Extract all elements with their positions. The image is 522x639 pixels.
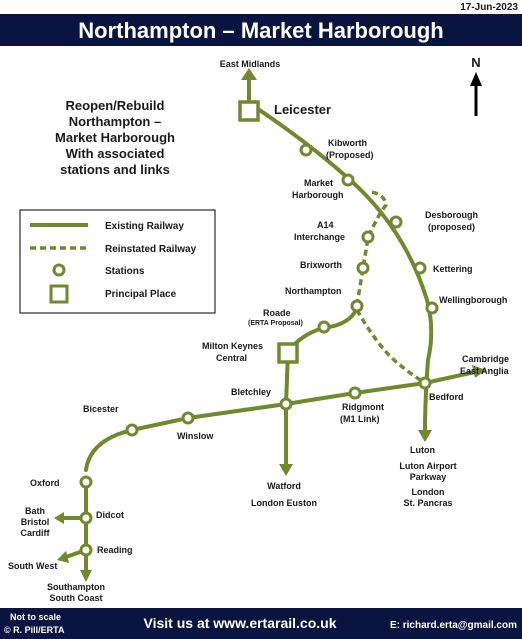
- title-banner: [0, 14, 522, 46]
- station-winslow: [181, 411, 195, 425]
- proposal-text: Reopen/Rebuild Northampton – Market Harb…: [55, 98, 175, 177]
- arrow-luton-icon: [418, 430, 432, 442]
- legend-existing-label: Existing Railway: [105, 221, 184, 232]
- arrow-bath-icon: [54, 512, 64, 524]
- bedford-cambridge-link: [423, 370, 477, 385]
- footer-author: © R. Pill/ERTA: [4, 625, 65, 635]
- line-arrows: [54, 68, 486, 582]
- legend-principal-icon: [49, 284, 69, 304]
- station-market-harborough: [341, 173, 355, 187]
- label-bristol: Bristol: [21, 517, 50, 527]
- label-watford: Watford: [267, 481, 301, 491]
- footer-banner: [0, 608, 522, 639]
- label-cambridge-2: East Anglia: [460, 366, 510, 376]
- arrow-east-midlands-icon: [241, 68, 257, 80]
- arrow-cambridge-icon: [472, 365, 486, 378]
- station-a14-interchange: [361, 230, 375, 244]
- label-roade-note: (ERTA Proposal): [248, 320, 303, 327]
- label-bletchley: Bletchley: [231, 387, 271, 397]
- label-a14-2: Interchange: [294, 232, 345, 242]
- label-desborough-1: Desborough: [425, 210, 478, 220]
- label-roade: Roade: [263, 308, 291, 318]
- legend-stations-label: Stations: [105, 266, 145, 277]
- station-kibworth: [299, 143, 313, 157]
- station-didcot: [79, 511, 93, 525]
- station-oxford: [79, 475, 93, 489]
- station-bicester: [125, 423, 139, 437]
- label-didcot: Didcot: [96, 510, 124, 520]
- principal-leicester: [238, 100, 260, 122]
- label-bicester: Bicester: [83, 404, 119, 414]
- label-kibworth-1: Kibworth: [328, 138, 367, 148]
- label-london-stpancras-2: St. Pancras: [403, 498, 452, 508]
- label-ridgmont-2: (M1 Link): [340, 414, 380, 424]
- label-northampton: Northampton: [285, 286, 342, 296]
- arrow-southampton-icon: [80, 570, 92, 582]
- footer-email: E: richard.erta@gmail.com: [390, 620, 517, 631]
- station-northampton: [350, 299, 364, 313]
- label-bedford: Bedford: [429, 392, 464, 402]
- label-london-stpancras-1: London: [412, 487, 445, 497]
- label-milton-keynes-1: Milton Keynes: [202, 341, 263, 351]
- label-southampton-2: South Coast: [50, 593, 103, 603]
- label-kibworth-2: (Proposed): [326, 150, 374, 160]
- station-brixworth: [356, 261, 370, 275]
- arrow-watford-icon: [279, 464, 293, 476]
- station-ridgmont: [348, 386, 362, 400]
- label-luton: Luton: [410, 445, 435, 455]
- label-east-midlands: East Midlands: [220, 59, 281, 69]
- legend-station-icon: [52, 263, 66, 277]
- arrow-southwest-icon: [57, 551, 69, 563]
- label-leicester: Leicester: [274, 102, 331, 117]
- proposal-line-2: Northampton –: [69, 114, 161, 129]
- label-cardiff: Cardiff: [21, 528, 51, 538]
- footer-scale: Not to scale: [10, 612, 61, 622]
- label-wellingborough: Wellingborough: [439, 295, 507, 305]
- label-oxford: Oxford: [30, 478, 60, 488]
- principal-milton-keynes: [277, 342, 299, 364]
- proposal-line-3: Market Harborough: [55, 130, 175, 145]
- reinstated-northampton-bedford: [355, 309, 426, 385]
- legend-principal-label: Principal Place: [105, 289, 177, 300]
- label-desborough-2: (proposed): [428, 222, 475, 232]
- label-a14-1: A14: [317, 220, 334, 230]
- proposal-line-4: With associated: [66, 146, 165, 161]
- label-luton-airport-2: Parkway: [410, 472, 447, 482]
- label-southampton-1: Southampton: [47, 582, 105, 592]
- station-bletchley: [279, 397, 293, 411]
- legend: Existing Railway Reinstated Railway Stat…: [19, 209, 216, 314]
- north-label: N: [471, 55, 480, 70]
- label-market-harborough-2: Harborough: [292, 190, 344, 200]
- label-brixworth: Brixworth: [300, 260, 342, 270]
- proposal-line-5: stations and links: [60, 162, 170, 177]
- map-title: Northampton – Market Harborough: [78, 18, 443, 43]
- label-ridgmont-1: Ridgmont: [342, 402, 384, 412]
- north-arrow-icon: N: [470, 55, 482, 116]
- station-desborough: [389, 215, 403, 229]
- station-wellingborough: [425, 301, 439, 315]
- label-winslow: Winslow: [177, 431, 214, 441]
- reinstated-northampton-mh: [355, 190, 388, 306]
- label-bath: Bath: [25, 506, 45, 516]
- label-market-harborough-1: Market: [304, 178, 333, 188]
- stations: [79, 143, 439, 557]
- date-label: 17-Jun-2023: [460, 2, 518, 13]
- footer-website: Visit us at www.ertarail.co.uk: [144, 615, 337, 631]
- proposal-line-1: Reopen/Rebuild: [66, 98, 165, 113]
- station-reading: [79, 543, 93, 557]
- label-south-west: South West: [8, 561, 57, 571]
- station-roade: [317, 320, 331, 334]
- label-reading: Reading: [97, 545, 133, 555]
- label-london-euston: London Euston: [251, 498, 317, 508]
- east-west-rail: [84, 381, 427, 472]
- legend-reinstated-label: Reinstated Railway: [105, 244, 197, 255]
- label-cambridge-1: Cambridge: [462, 354, 509, 364]
- station-bedford: [418, 376, 432, 390]
- label-milton-keynes-2: Central: [216, 353, 247, 363]
- label-luton-airport-1: Luton Airport: [399, 461, 456, 471]
- label-kettering: Kettering: [433, 264, 473, 274]
- station-kettering: [413, 261, 427, 275]
